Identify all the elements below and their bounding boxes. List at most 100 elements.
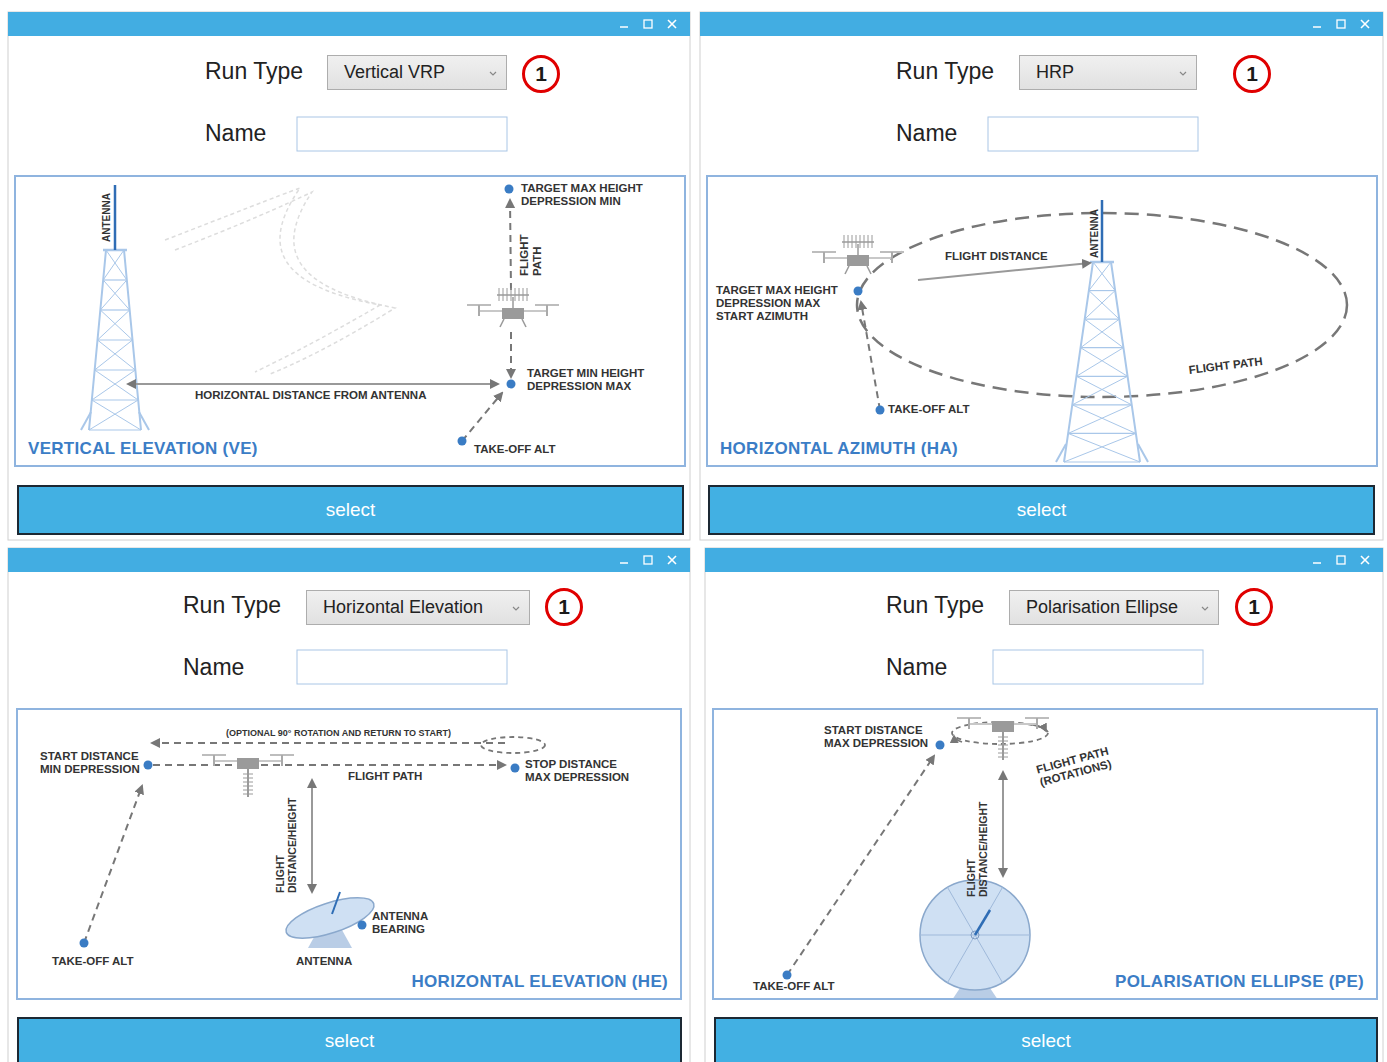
run-type-dropdown: Vertical VRP (327, 55, 507, 90)
flight-path (510, 200, 511, 290)
run-type-label: Run Type (183, 592, 281, 618)
diagram-label: FLIGHT PATH (518, 232, 544, 276)
window (8, 12, 690, 540)
diagram-label: ANTENNA (296, 955, 352, 968)
tower-brace (1093, 262, 1115, 291)
node-text: select (1017, 499, 1067, 521)
maximize-icon (644, 556, 652, 564)
faint-path (175, 192, 395, 374)
tower-foot (139, 412, 149, 430)
antenna-element (523, 288, 524, 301)
antenna-stem (512, 297, 514, 308)
takeoff-path (84, 786, 142, 943)
diagram-label: START DISTANCE MAX DEPRESSION (824, 724, 932, 750)
position-dot (80, 939, 89, 948)
tower-brace (100, 280, 127, 310)
tower-brace (1085, 319, 1124, 348)
antenna-mast (114, 185, 117, 250)
antenna-element (243, 794, 253, 795)
drone (202, 755, 294, 797)
antenna-element (519, 288, 520, 301)
position-dot (144, 761, 153, 770)
tower-brace (1076, 348, 1123, 377)
position-dot (358, 921, 367, 930)
drone-rotor-mount (891, 252, 893, 263)
lattice-tower (1056, 200, 1148, 462)
drone (467, 288, 559, 327)
antenna-element (515, 288, 516, 301)
antenna-element (527, 288, 528, 301)
tower-rung (1072, 404, 1131, 405)
position-dot (936, 741, 945, 750)
node-text: HRP (1036, 62, 1074, 83)
diagram-label: TARGET MAX HEIGHT DEPRESSION MAX START A… (716, 284, 841, 324)
position-dot (511, 764, 520, 773)
select-button: select (17, 485, 684, 535)
drone-leg (867, 266, 871, 274)
run-type-label: Run Type (886, 592, 984, 618)
tower-brace (103, 280, 130, 310)
tower-brace (100, 310, 132, 340)
window (700, 12, 1383, 540)
drone-body (237, 758, 259, 769)
rotation-arrow (954, 736, 962, 742)
drone-rotor-mount (478, 305, 480, 316)
antenna-element (998, 753, 1008, 754)
node-text: Horizontal Elevation (323, 597, 483, 618)
tower-rung (1085, 319, 1120, 320)
rotation-loop (481, 737, 545, 753)
drone-leg (500, 319, 504, 327)
diagram-label: ANTENNA (1089, 200, 1101, 258)
tower-leg (1111, 262, 1140, 462)
drone-rotor-mount (546, 305, 548, 316)
name-input (297, 650, 507, 684)
drone-rotor-mount (213, 755, 215, 766)
tower-brace (1081, 319, 1120, 348)
tower-brace (98, 310, 130, 340)
tower-rung (89, 429, 141, 430)
drone (812, 235, 904, 274)
height-arrow (311, 780, 313, 892)
name-label: Name (886, 654, 947, 680)
chevron-icon (511, 605, 521, 613)
drone-body (992, 721, 1014, 732)
callout-number: 1 (522, 55, 560, 93)
close-icon (668, 556, 676, 564)
dish-reflector (282, 890, 379, 947)
antenna-element (998, 745, 1008, 746)
callout-number: 1 (545, 588, 583, 626)
flight-path (153, 764, 505, 766)
antenna-array (497, 294, 529, 296)
window-frame (8, 12, 690, 540)
drone-rotor-mount (968, 718, 970, 729)
illustration-panel: POLARISATION ELLIPSE (PE) (712, 708, 1378, 1000)
diagram-label: FLIGHT PATH (1188, 355, 1263, 377)
dish-rib (948, 935, 976, 983)
drone-body (847, 255, 869, 266)
antenna-element (998, 749, 1008, 750)
name-input (297, 117, 507, 151)
name-label: Name (205, 120, 266, 146)
node-text: select (326, 499, 376, 521)
title-bar (705, 548, 1383, 572)
antenna-element (860, 235, 861, 248)
title-bar (8, 12, 690, 36)
antenna-element (243, 774, 253, 775)
dish-rib (920, 935, 975, 936)
tower-brace (106, 250, 127, 280)
callout-text: 1 (558, 595, 570, 619)
dish-feed (332, 892, 340, 914)
callout-number: 1 (1233, 55, 1271, 93)
tower-rung (1081, 347, 1124, 348)
diagram-label: FLIGHT DISTANCE/HEIGHT (965, 789, 989, 897)
window-frame (705, 548, 1383, 1062)
panel-title: POLARISATION ELLIPSE (PE) (1115, 972, 1364, 992)
maximize-icon (1337, 556, 1345, 564)
diagram-label: TARGET MAX HEIGHT DEPRESSION MIN (521, 182, 656, 208)
drone-rotor-mount (281, 755, 283, 766)
diagram-label: STOP DISTANCE MAX DEPRESSION (525, 758, 635, 784)
antenna-element (856, 235, 857, 248)
position-dot (458, 437, 467, 446)
diagram-label: (OPTIONAL 90° ROTATION AND RETURN TO STA… (226, 728, 451, 738)
